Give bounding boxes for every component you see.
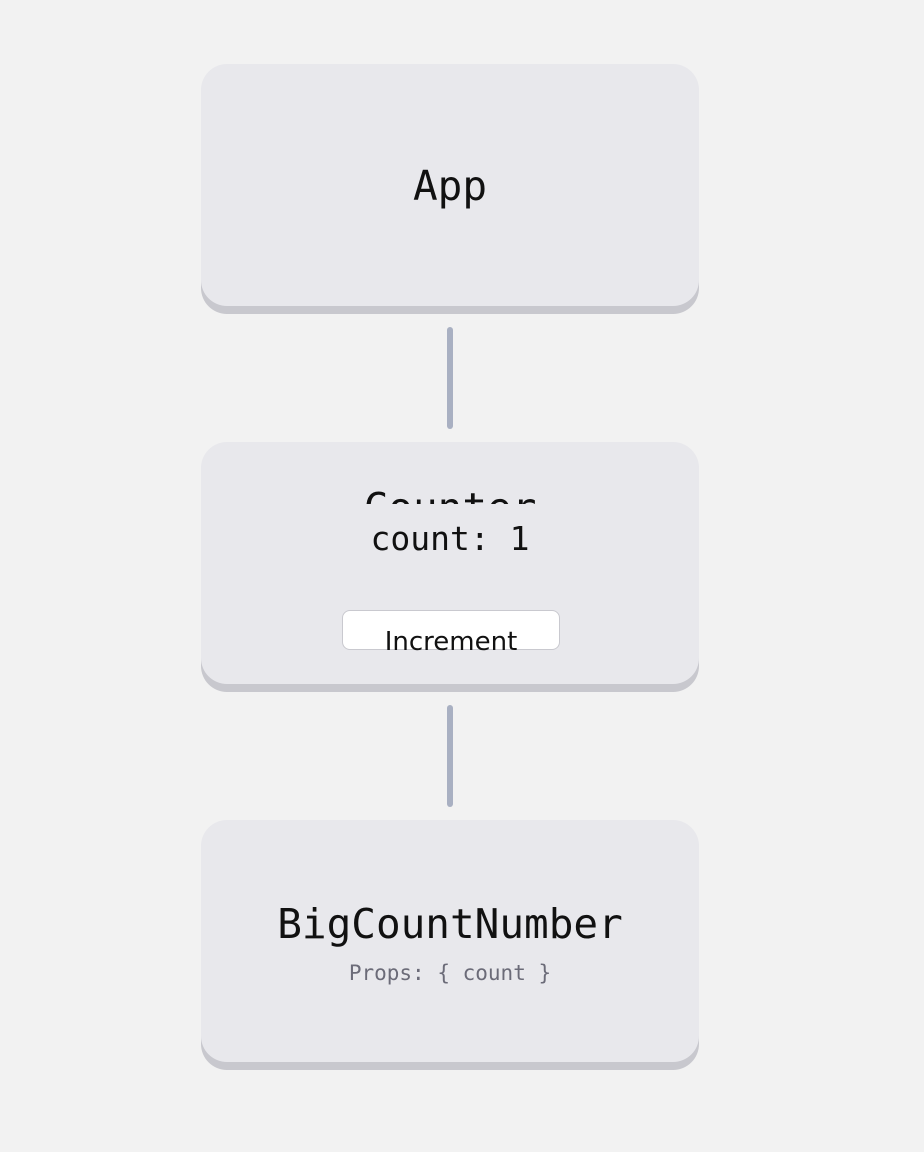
counter-node-title: Counter [201, 488, 699, 505]
bigcountnumber-props-text: Props: { count } [348, 961, 552, 985]
app-to-counter-connector [447, 327, 453, 429]
bigcountnumber-node: BigCountNumber Props: { count } [201, 820, 699, 1062]
counter-state-text: count: 1 [370, 519, 530, 558]
app-node-title: App [412, 162, 488, 210]
bigcountnumber-node-title: BigCountNumber [277, 900, 623, 948]
increment-button[interactable] [342, 610, 560, 650]
app-node: App [201, 64, 699, 306]
counter-node-title-clip: Counter [201, 486, 699, 505]
counter-to-bigcountnumber-connector [447, 705, 453, 807]
counter-node: Counter count: 1 Increment [201, 442, 699, 684]
